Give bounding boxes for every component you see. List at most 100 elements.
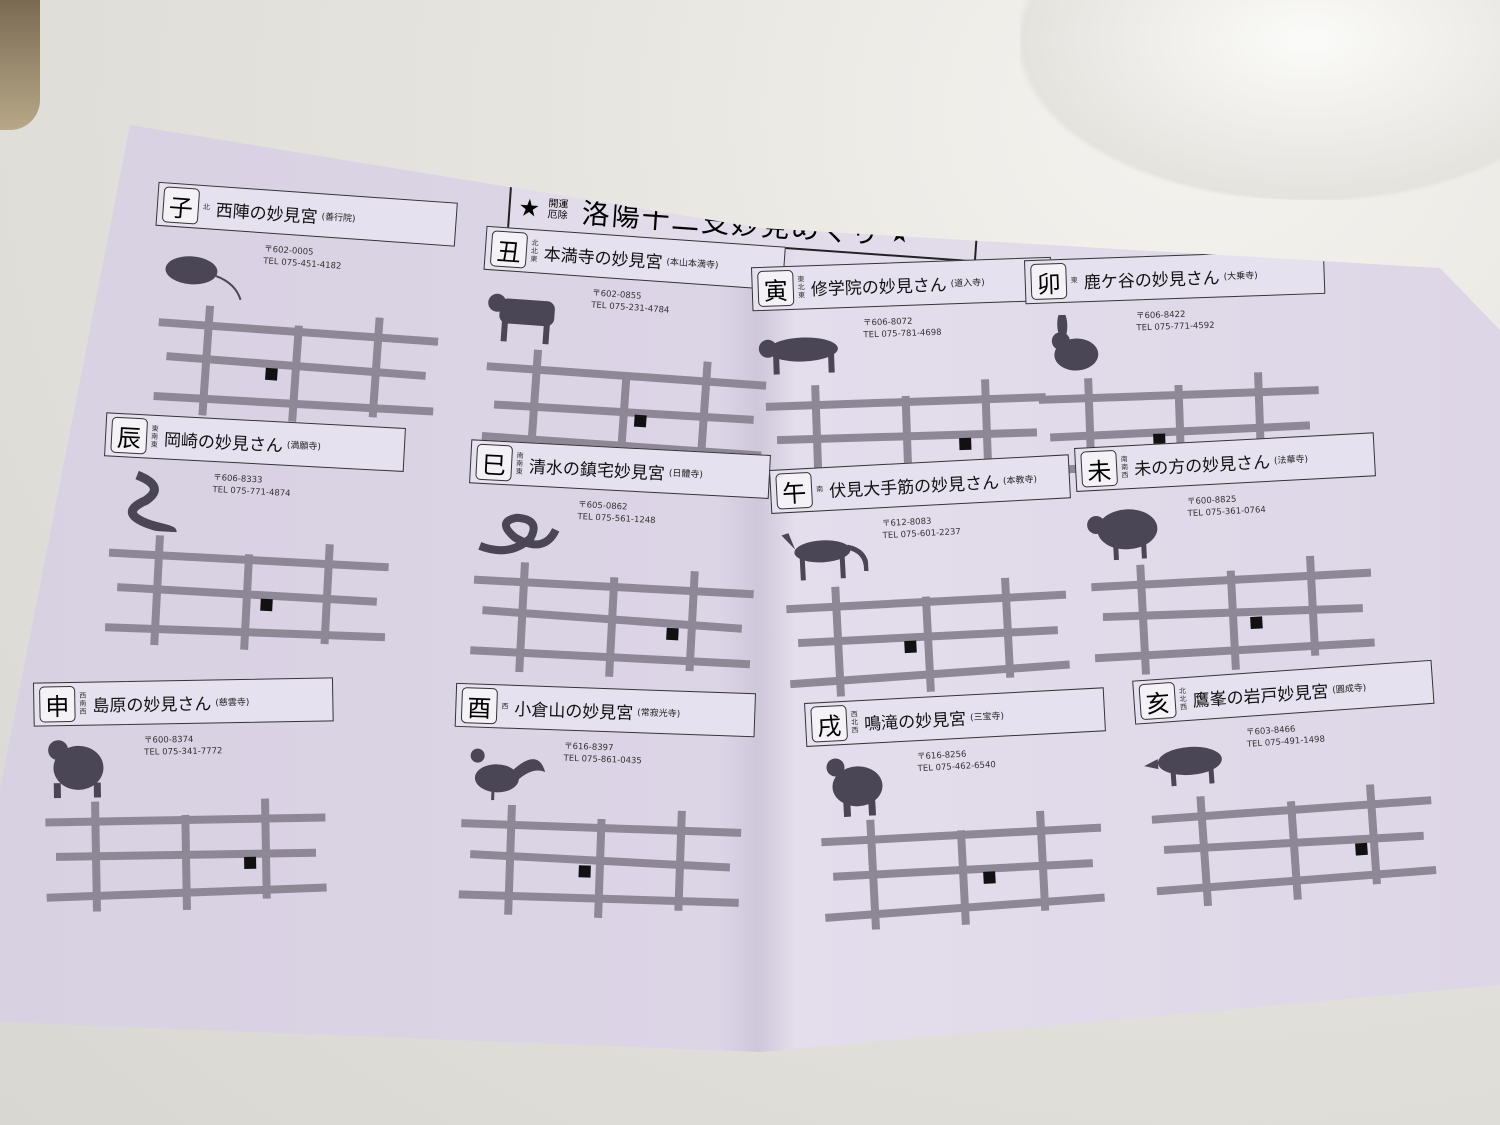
shrine-name: 鹿ケ谷の妙見さん (1083, 267, 1221, 293)
map-road (240, 554, 254, 651)
dragon-silhouette-icon (128, 470, 177, 534)
rat-silhouette-icon (165, 256, 242, 301)
ox-silhouette-icon (488, 293, 555, 345)
boar-silhouette-icon (1144, 746, 1222, 787)
map-road (55, 848, 317, 861)
shrine-panel: 酉 西 小倉山の妙見宮 (常寂光寺) 〒616-8397 TEL 075-861… (448, 682, 757, 928)
map-road (605, 577, 619, 678)
map-road (181, 814, 191, 911)
shrine-info: 〒600-8825 TEL 075-361-0764 (1187, 492, 1266, 520)
map-road (261, 798, 271, 899)
access-map (1091, 555, 1375, 675)
shrine-location-marker (1355, 842, 1368, 856)
shrine-name: 西陣の妙見宮 (215, 200, 319, 228)
shrine-info: 〒606-8422 TEL 075-771-4592 (1136, 308, 1215, 335)
tiger-silhouette-icon (758, 337, 838, 375)
map-road (594, 818, 606, 919)
access-map (1151, 784, 1437, 907)
map-road (493, 400, 754, 424)
map-road (1102, 604, 1363, 622)
temple-name: (本山本満寺) (666, 256, 719, 271)
map-road (515, 562, 529, 673)
temple-name: (大乗寺) (1223, 270, 1258, 282)
shrine-name: 清水の鎮宅妙見宮 (528, 456, 666, 484)
zodiac-badge: 丑 (489, 230, 529, 269)
zodiac-badge: 子 (161, 186, 201, 225)
map-road (685, 570, 699, 672)
shrine-location-marker (904, 640, 917, 654)
shrine-panel: 未 南南西 未の方の妙見さん (法華寺) 〒600-8825 TEL 075-3… (1074, 432, 1386, 682)
map-road (166, 352, 426, 380)
shrine-name: 島原の妙見さん (92, 694, 212, 717)
direction-label: 西 (501, 702, 509, 711)
map-road (368, 317, 384, 418)
temple-name: (三宝寺) (969, 711, 1005, 723)
zodiac-badge: 申 (39, 685, 76, 723)
temple-name: (道入寺) (950, 277, 985, 289)
direction-label: 北 (202, 202, 211, 212)
zodiac-badge: 未 (1080, 449, 1119, 488)
monkey-silhouette-icon (48, 740, 104, 799)
shrine-location-marker (959, 437, 972, 451)
telephone: TEL 075-771-4592 (1136, 320, 1215, 334)
shrine-location-marker (983, 871, 996, 884)
shrine-info: 〒603-8466 TEL 075-491-1498 (1246, 721, 1326, 750)
map-road (1001, 577, 1015, 678)
shrine-info: 〒605-0862 TEL 075-561-1248 (577, 499, 656, 527)
map-road (116, 583, 378, 606)
shrine-info: 〒602-0005 TEL 075-451-4182 (263, 243, 343, 272)
snake-silhouette-icon (478, 513, 560, 555)
shrine-header: 寅 東北東 修学院の妙見さん (道入寺) (750, 256, 1053, 312)
shrine-panel: 子 北 西陣の妙見宮 (善行院) 〒602-0005 TEL 075-451-4… (142, 181, 458, 437)
access-map (458, 804, 742, 919)
shrine-name: 本満寺の妙見宮 (543, 244, 664, 273)
zodiac-badge: 午 (775, 471, 814, 510)
telephone: TEL 075-861-0435 (563, 753, 642, 767)
zodiac-badge: 酉 (460, 687, 499, 725)
temple-name: (常寂光寺) (637, 707, 681, 720)
map-road (956, 830, 970, 926)
shrine-header: 卯 東 鹿ケ谷の妙見さん (大乗寺) (1023, 249, 1326, 305)
access-map (786, 577, 1070, 697)
shrine-panel: 亥 北北西 鷹峯の岩戸妙見宮 (圓成寺) 〒603-8466 TEL 075-4… (1132, 659, 1448, 915)
shrine-info: 〒606-8072 TEL 075-781-4698 (863, 315, 942, 342)
temple-name: (善行院) (321, 211, 356, 225)
shrine-panel: 申 西南西 島原の妙見さん (慈雲寺) 〒600-8374 TEL 075-34… (32, 677, 337, 917)
shrine-info: 〒616-8256 TEL 075-462-6540 (917, 747, 996, 775)
shrine-location-marker (260, 598, 273, 612)
map-road (1226, 570, 1240, 671)
shrine-panel: 寅 東北東 修学院の妙見さん (道入寺) 〒606-8072 TEL 075-7… (750, 256, 1059, 502)
map-road (696, 361, 712, 462)
map-road (1050, 421, 1311, 442)
direction-label: 南 (815, 485, 824, 494)
shrine-name: 鳴滝の妙見宮 (863, 709, 967, 735)
map-road (1036, 810, 1050, 911)
wooden-object (0, 0, 40, 130)
zodiac-badge: 寅 (757, 269, 795, 308)
shrine-info: 〒600-8374 TEL 075-341-7772 (144, 733, 223, 758)
direction-label: 北北東 (530, 239, 539, 264)
zodiac-badge: 巳 (475, 443, 514, 482)
telephone: TEL 075-341-7772 (144, 746, 223, 758)
map-road (1163, 831, 1424, 854)
shrine-location-marker (578, 865, 591, 878)
shrine-location-marker (666, 627, 679, 641)
shrine-panel: 巳 南南東 清水の鎮宅妙見宮 (日體寺) 〒605-0862 TEL 075-5… (459, 439, 771, 689)
shrine-info: 〒612-8083 TEL 075-601-2237 (882, 514, 961, 542)
shrine-location-marker (1250, 616, 1263, 630)
shrine-location-marker (633, 414, 647, 428)
access-map (470, 562, 754, 678)
rooster-silhouette-icon (470, 748, 546, 801)
shrine-panel: 午 南 伏見大手筋の妙見さん (本教寺) 〒612-8083 TEL 075-6… (769, 454, 1081, 704)
direction-label: 東南東 (150, 424, 159, 450)
access-map (104, 535, 389, 651)
map-road (320, 543, 334, 645)
shrine-name: 鷹峯の岩戸妙見宮 (1192, 681, 1330, 712)
shrine-header: 申 西南西 島原の妙見さん (慈雲寺) (32, 677, 334, 727)
shrine-panel: 戌 西北西 鳴滝の妙見宮 (三宝寺) 〒616-8256 TEL 075-462… (804, 687, 1116, 937)
zodiac-badge: 卯 (1030, 262, 1068, 301)
zodiac-badge: 辰 (110, 416, 149, 455)
direction-label: 北北西 (1178, 687, 1188, 712)
access-map (821, 810, 1105, 930)
map-road (1286, 801, 1302, 901)
